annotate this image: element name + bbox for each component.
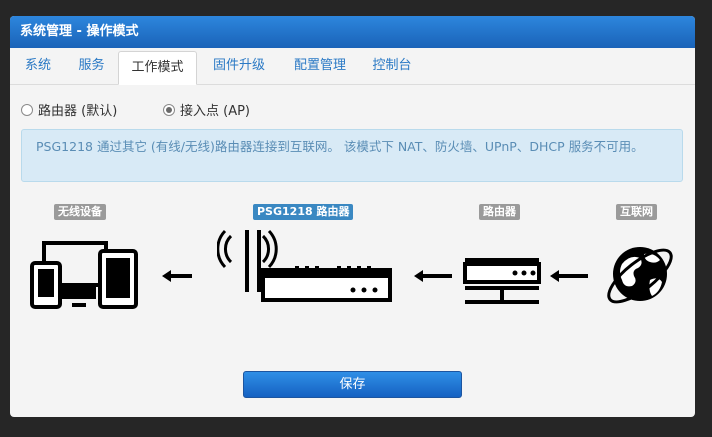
- radio-circle[interactable]: [163, 103, 175, 116]
- tab-config-management[interactable]: 配置管理: [293, 58, 346, 73]
- label-wireless-devices: 无线设备: [54, 204, 106, 220]
- devices-icon: [30, 241, 138, 309]
- globe-icon: [607, 247, 673, 304]
- wireless-router-icon: [217, 229, 392, 302]
- tab-bar: 系统 服务 工作模式 固件升级 配置管理 控制台: [10, 48, 695, 85]
- tab-system[interactable]: 系统: [24, 58, 51, 73]
- mode-info-box: PSG1218 通过其它 (有线/无线)路由器连接到互联网。 该模式下 NAT、…: [21, 129, 683, 182]
- radio-label: 接入点 (AP): [180, 104, 251, 119]
- arrow-left-icon: [550, 270, 588, 282]
- arrow-left-icon: [414, 270, 452, 282]
- radio-ap-mode[interactable]: 接入点 (AP): [163, 100, 250, 119]
- tab-firmware-upgrade[interactable]: 固件升级: [212, 58, 265, 73]
- settings-window: 系统管理 - 操作模式 系统 服务 工作模式 固件升级 配置管理 控制台 路由器…: [10, 16, 695, 417]
- arrow-left-icon: [162, 270, 192, 282]
- radio-circle[interactable]: [21, 103, 33, 116]
- radio-label: 路由器 (默认): [38, 104, 118, 119]
- label-router: 路由器: [479, 204, 520, 220]
- tab-services[interactable]: 服务: [78, 58, 105, 73]
- tab-work-mode[interactable]: 工作模式: [118, 51, 197, 85]
- router-icon: [463, 258, 541, 304]
- radio-router-mode[interactable]: 路由器 (默认): [21, 100, 117, 119]
- window-title: 系统管理 - 操作模式: [10, 16, 695, 48]
- save-button[interactable]: 保存: [243, 371, 462, 398]
- tab-console[interactable]: 控制台: [372, 58, 412, 73]
- label-internet: 互联网: [616, 204, 657, 220]
- label-psg-router: PSG1218 路由器: [253, 204, 354, 220]
